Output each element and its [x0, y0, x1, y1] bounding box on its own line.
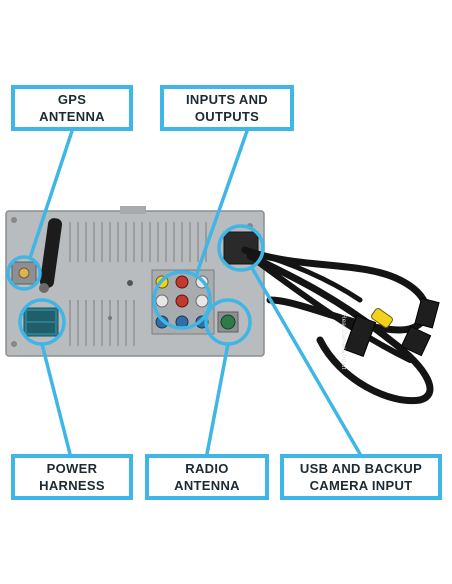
io-highlight-circle: [152, 270, 212, 330]
power-harness-text: POWER HARNESS: [39, 461, 105, 493]
inputs-outputs-label: INPUTS AND OUTPUTS: [160, 85, 294, 131]
usb-camera-label: USB AND BACKUP CAMERA INPUT: [280, 454, 442, 500]
io-callout-line: [194, 129, 249, 278]
gps-highlight-circle: [6, 255, 42, 291]
radio-callout-line: [205, 342, 230, 456]
usb-camera-cable: [223, 231, 440, 405]
usb-highlight-circle: [217, 224, 265, 272]
power-harness-label: POWER HARNESS: [11, 454, 133, 500]
radio-antenna-jack: [217, 311, 239, 333]
power-harness-connector: [23, 307, 59, 337]
power-callout-line: [40, 342, 72, 456]
usb-camera-text: USB AND BACKUP CAMERA INPUT: [299, 461, 423, 493]
gps-callout-line: [28, 129, 74, 260]
gps-antenna-connector: [11, 218, 63, 293]
usb-callout-line: [250, 266, 362, 456]
gps-antenna-label: GPS ANTENNA: [11, 85, 133, 131]
gps-antenna-text: GPS ANTENNA: [39, 92, 105, 124]
cable-tag-text: Rear Camera Input: [340, 314, 347, 369]
inputs-outputs-text: INPUTS AND OUTPUTS: [186, 92, 268, 124]
highlight-circles: [6, 224, 265, 346]
radio-antenna-label: RADIO ANTENNA: [145, 454, 269, 500]
callout-lines: [28, 129, 362, 456]
radio-antenna-text: RADIO ANTENNA: [174, 461, 240, 493]
